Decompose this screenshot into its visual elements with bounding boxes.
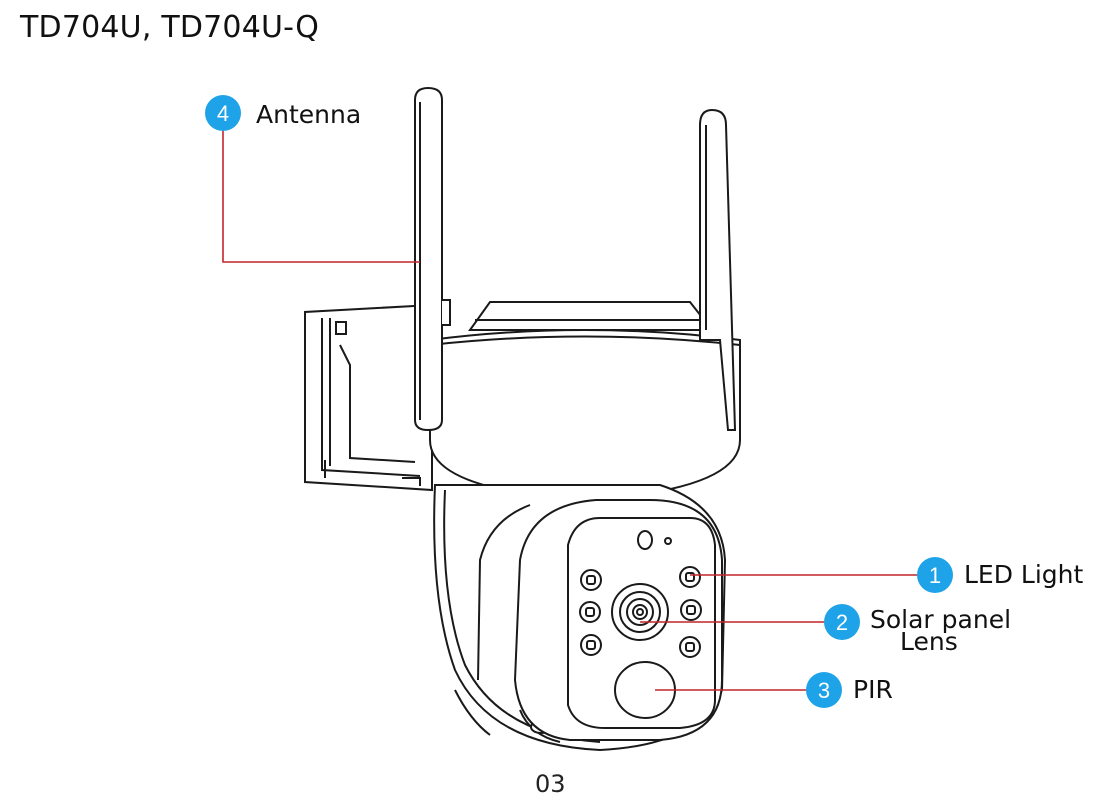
callout-label: LED Light (964, 560, 1084, 589)
callout-number: 4 (217, 101, 229, 126)
callout-label: Antenna (256, 100, 361, 129)
callout-badge (205, 95, 241, 131)
callout-label: Solar panel (870, 605, 1011, 634)
light-sensor (637, 530, 672, 550)
callout-number: 2 (836, 610, 848, 635)
callout-number: 3 (818, 678, 830, 703)
callout-led-light: 1 LED Light (917, 557, 1084, 593)
antenna-left (414, 86, 451, 432)
callout-badge (806, 672, 842, 708)
mounting-bracket (304, 303, 433, 492)
callout-badge (917, 557, 953, 593)
led-lights (579, 566, 702, 658)
antenna-right (699, 108, 737, 431)
callout-solar-panel-lens: 2 Solar panel Lens (824, 604, 1011, 656)
callout-label: PIR (853, 675, 893, 704)
model-title: TD704U, TD704U-Q (20, 10, 320, 45)
callout-badge (824, 604, 860, 640)
callout-antenna: 4 Antenna (205, 95, 361, 131)
camera-body (429, 329, 741, 502)
camera-top-dome (468, 301, 715, 331)
camera-lens (611, 583, 669, 641)
page-number: 03 (535, 770, 566, 798)
callout-number: 1 (929, 563, 941, 588)
leader-line-antenna (222, 130, 420, 263)
callout-pir: 3 PIR (806, 672, 893, 708)
callout-label-secondary: Lens (900, 627, 958, 656)
leader-lines (222, 130, 918, 691)
